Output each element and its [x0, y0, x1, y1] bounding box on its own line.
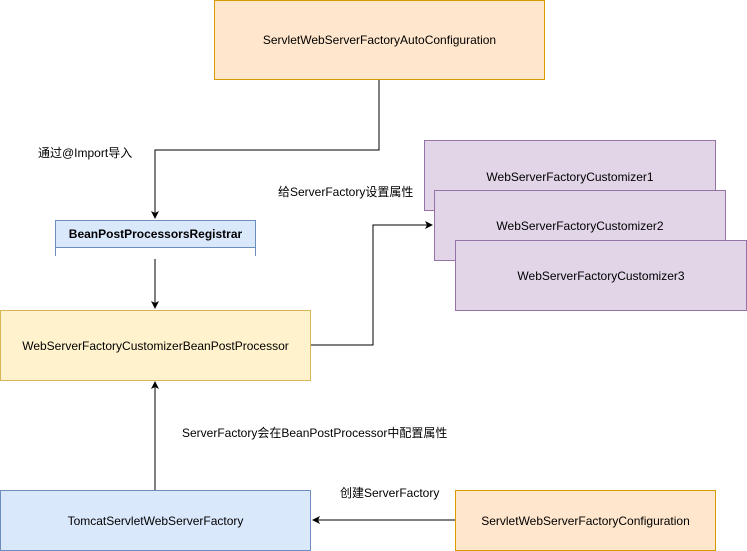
edge-label-import: 通过@Import导入	[38, 146, 133, 160]
node-factory-configuration-label: ServletWebServerFactoryConfiguration	[481, 513, 690, 528]
node-customizer-bpp-label: WebServerFactoryCustomizerBeanPostProces…	[22, 338, 289, 353]
node-tomcat-factory[interactable]: TomcatServletWebServerFactory	[0, 490, 311, 551]
edge-label-set-props: 给ServerFactory设置属性	[278, 185, 414, 199]
node-autoconfiguration-label: ServletWebServerFactoryAutoConfiguration	[262, 33, 497, 47]
node-registrar[interactable]: BeanPostProcessorsRegistrar	[55, 220, 256, 256]
edge-label-create-factory: 创建ServerFactory	[340, 486, 440, 500]
node-factory-configuration[interactable]: ServletWebServerFactoryConfiguration	[455, 490, 716, 551]
edge-bpp-to-customizers	[310, 221, 433, 346]
node-tomcat-factory-label: TomcatServletWebServerFactory	[67, 513, 244, 528]
node-customizer-2-label: WebServerFactoryCustomizer2	[496, 219, 664, 233]
node-customizer-bpp[interactable]: WebServerFactoryCustomizerBeanPostProces…	[0, 310, 311, 381]
edge-autoconfig-to-registrar	[151, 80, 380, 219]
node-customizer-1-label: WebServerFactoryCustomizer1	[486, 170, 654, 184]
node-registrar-body	[56, 248, 255, 256]
node-customizer-3-label: WebServerFactoryCustomizer3	[517, 268, 685, 283]
node-autoconfiguration[interactable]: ServletWebServerFactoryAutoConfiguration	[214, 0, 545, 80]
edge-label-configure-in-bpp: ServerFactory会在BeanPostProcessor中配置属性	[182, 426, 448, 440]
node-registrar-label: BeanPostProcessorsRegistrar	[56, 221, 255, 248]
node-customizer-3[interactable]: WebServerFactoryCustomizer3	[455, 240, 747, 311]
